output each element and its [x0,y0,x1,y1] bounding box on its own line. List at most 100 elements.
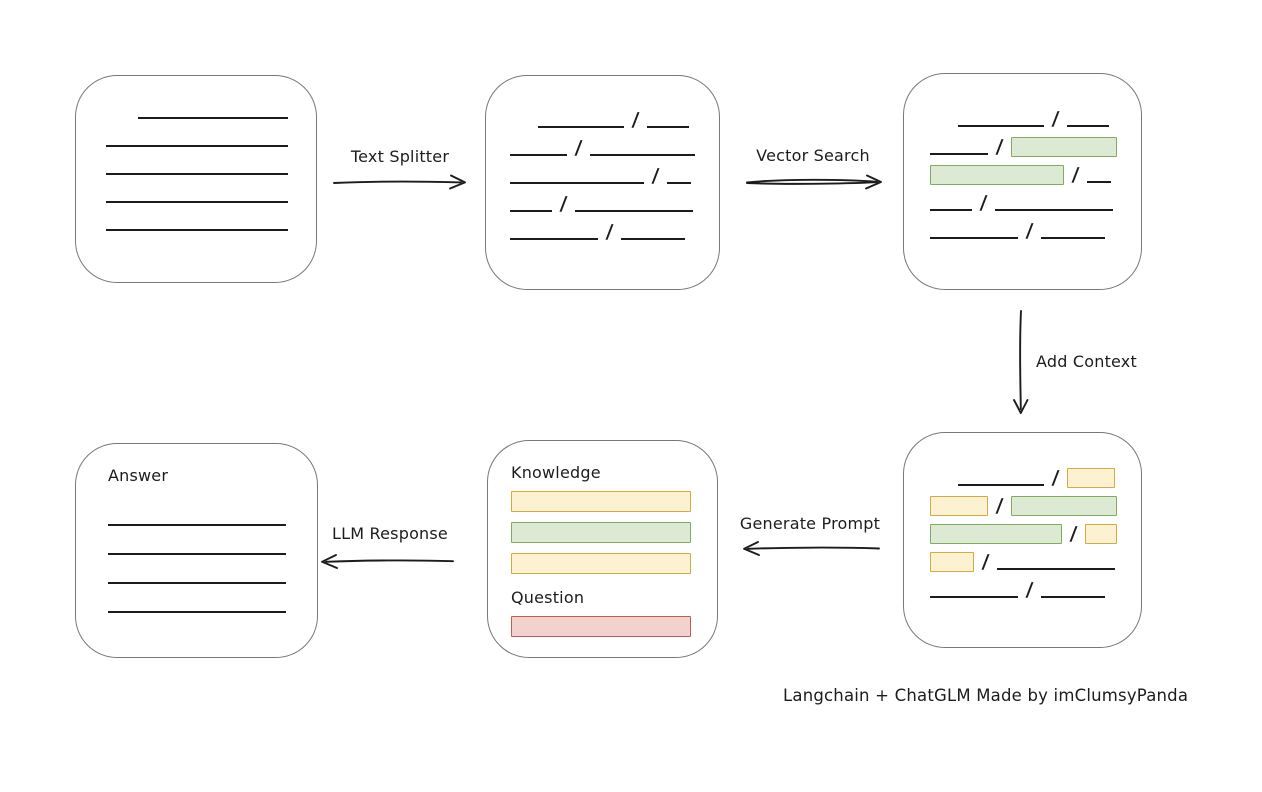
text-splitter-label: Text Splitter [350,147,450,166]
source-document-box [75,75,317,283]
text-line [106,145,288,147]
text-line [646,126,689,128]
generate-prompt-arrow [743,541,880,556]
text-line [108,611,286,613]
context-result-box: / / / / / [903,432,1142,648]
vector-search-label: Vector Search [756,146,870,165]
text-line [106,229,288,231]
add-context-arrow [1013,310,1029,414]
credit-text: Langchain + ChatGLM Made by imClumsyPand… [783,686,1189,705]
chunk-row: / [510,187,695,215]
knowledge-bars [511,491,695,575]
text-line [1040,596,1105,598]
slash-separator: / [1071,164,1080,186]
yellow-bar [511,553,691,574]
chunk-row: / [930,158,1117,186]
green-chunk [930,165,1064,185]
text-line [620,238,685,240]
chunk-row [108,559,317,587]
chunk-row: / [930,489,1117,517]
text-line [538,126,624,128]
source-document-lines [106,94,316,234]
search-result-rows: / / / / / [930,102,1117,242]
green-chunk [1010,496,1117,516]
chunk-row: / [510,131,695,159]
chunk-row: / [930,130,1117,158]
chunk-row [106,150,316,178]
yellow-chunk [1066,468,1115,488]
split-chunks-rows: / / / / / [510,103,695,243]
chunk-row: / [510,159,695,187]
chunk-row: / [930,186,1117,214]
chunk-row: / [930,545,1117,573]
slash-separator: / [1051,467,1060,489]
chunk-row: / [930,573,1117,601]
chunk-row: / [930,102,1117,130]
slash-separator: / [651,165,660,187]
slash-separator: / [1051,108,1060,130]
slash-separator: / [1025,579,1034,601]
text-line [930,209,972,211]
generate-prompt-label: Generate Prompt [739,514,881,533]
text-line [1066,125,1109,127]
vector-search-arrow [746,174,882,190]
chunk-row: / [510,215,695,243]
chunk-row: / [930,517,1117,545]
knowledge-title: Knowledge [511,463,601,482]
llm-response-arrow [321,554,454,569]
chunk-row: / [930,461,1117,489]
text-line [108,553,286,555]
yellow-chunk [930,552,974,572]
text-line [930,237,1018,239]
search-result-box: / / / / / [903,73,1142,290]
chunk-row [106,122,316,150]
chunk-row [106,206,316,234]
question-title: Question [511,588,585,607]
answer-title: Answer [108,466,169,485]
text-line [510,182,644,184]
chunk-row [106,94,316,122]
chunk-row [108,530,317,558]
text-line [106,173,288,175]
answer-lines [108,501,317,616]
slash-separator: / [559,193,568,215]
slash-separator: / [631,109,640,131]
yellow-bar [511,491,691,512]
llm-response-label: LLM Response [332,524,448,543]
text-splitter-arrow [333,174,466,190]
text-line [108,582,286,584]
text-line [994,209,1113,211]
text-line [108,524,286,526]
chunk-row [108,588,317,616]
split-chunks-box: / / / / / [485,75,720,290]
chunk-row [106,178,316,206]
context-result-rows: / / / / / [930,461,1117,601]
text-line [1040,237,1105,239]
text-line [510,238,598,240]
red-bar [511,616,691,637]
text-line [106,201,288,203]
slash-separator: / [1069,523,1079,545]
answer-box: Answer [75,443,318,658]
text-line [958,125,1044,127]
text-line [510,210,552,212]
text-line [930,153,988,155]
text-line [930,596,1018,598]
green-chunk [930,524,1063,544]
question-bars [511,616,695,638]
green-chunk [1010,137,1117,157]
slash-separator: / [574,137,584,159]
slash-separator: / [995,136,1004,158]
prompt-box: Knowledge Question [487,440,718,658]
slash-separator: / [979,192,988,214]
slash-separator: / [981,551,990,573]
green-bar [511,522,691,543]
slash-separator: / [995,495,1004,517]
yellow-chunk [1085,524,1117,544]
chunk-row [108,501,317,529]
yellow-chunk [930,496,988,516]
text-line [996,568,1115,570]
slash-separator: / [605,221,614,243]
slash-separator: / [1025,220,1034,242]
